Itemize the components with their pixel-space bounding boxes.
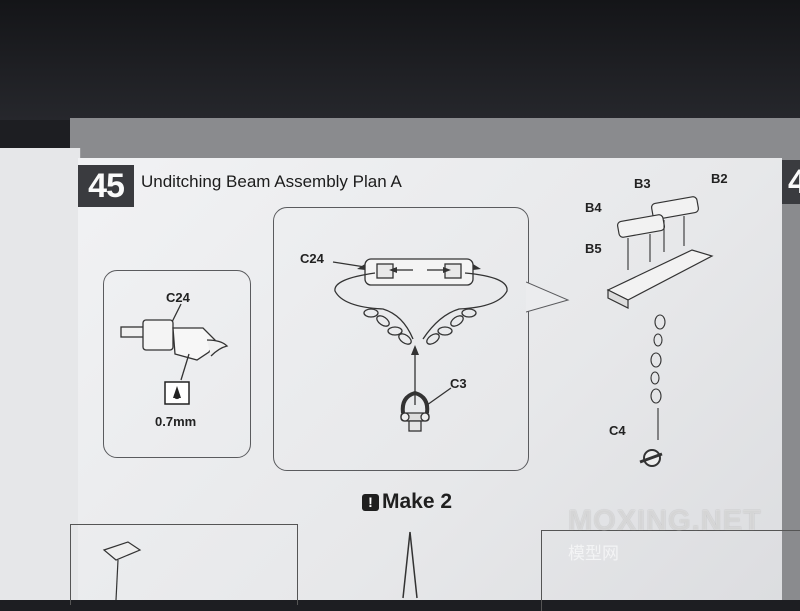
make-quantity: ! Make 2 xyxy=(362,490,452,514)
drill-size-label: 0.7mm xyxy=(155,414,197,429)
part-label-b4: B4 xyxy=(585,200,602,215)
part-label-b2: B2 xyxy=(711,171,728,186)
next-step-number: 4 xyxy=(782,160,800,204)
make-quantity-label: Make 2 xyxy=(382,490,453,513)
part-label-c4: C4 xyxy=(609,423,626,438)
part-label-b5: B5 xyxy=(585,241,602,256)
assembly-illustration xyxy=(332,258,508,432)
step-title: Unditching Beam Assembly Plan A xyxy=(141,172,402,191)
assembly-part-c3: C3 xyxy=(450,376,467,391)
watermark-logo: MOXING.NET xyxy=(568,505,762,537)
next-step-illustration xyxy=(102,541,142,600)
assembly-panel xyxy=(273,207,529,471)
exploded-illustration xyxy=(606,196,714,467)
shackle-icon xyxy=(400,390,430,432)
next-step-panel-right xyxy=(541,530,800,611)
watermark-subtitle: 模型网 xyxy=(568,544,619,563)
tweezers-icon xyxy=(402,531,418,599)
detail-part-label: C24 xyxy=(166,290,190,305)
step-number: 45 xyxy=(78,165,134,207)
part-label-b3: B3 xyxy=(634,176,651,191)
detail-illustration xyxy=(120,303,229,405)
left-page-edge xyxy=(0,148,81,600)
exclamation-icon: ! xyxy=(362,493,379,511)
detail-panel xyxy=(103,270,251,458)
chain-icon xyxy=(363,308,477,345)
callout-pointer xyxy=(526,281,570,313)
next-step-panel-left xyxy=(70,524,298,605)
shackle-icon xyxy=(639,449,663,467)
instruction-sheet xyxy=(78,158,782,600)
drill-icon xyxy=(164,381,190,405)
assembly-part-c24: C24 xyxy=(300,251,324,266)
dark-background xyxy=(0,0,800,120)
